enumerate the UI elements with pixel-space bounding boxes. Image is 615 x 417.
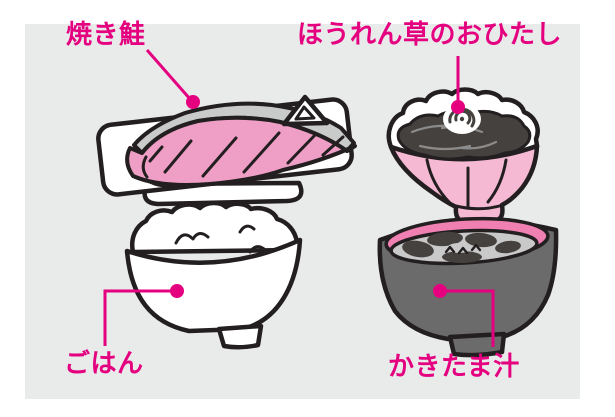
soup-egg-swirls bbox=[402, 231, 521, 263]
label-egg-drop-soup: かきたま汁 bbox=[388, 351, 520, 381]
egg-drop-soup-illustration bbox=[377, 216, 559, 358]
spinach-bowl-petal-lines bbox=[425, 158, 508, 211]
rice-mound bbox=[130, 200, 301, 255]
salmon-fillet bbox=[125, 115, 357, 187]
soup-bowl-foot bbox=[447, 331, 507, 358]
grilled-salmon-illustration bbox=[96, 94, 357, 207]
rice-callout-line bbox=[103, 289, 173, 346]
salmon-stripes bbox=[148, 131, 345, 178]
callout-lines bbox=[103, 49, 495, 347]
rice-callout-dot bbox=[170, 284, 184, 298]
spinach-ohitashi-illustration bbox=[386, 87, 540, 224]
salmon-callout-dot bbox=[186, 95, 200, 109]
rice-illustration bbox=[124, 200, 303, 350]
label-grilled-salmon: 焼き鮭 bbox=[66, 19, 146, 49]
bonito-flakes-swirl-center bbox=[459, 116, 465, 122]
label-rice: ごはん bbox=[64, 348, 144, 378]
rice-texture-marks bbox=[174, 224, 266, 254]
spinach-callout-dot bbox=[451, 100, 465, 114]
rice-bowl-body bbox=[124, 237, 303, 334]
rice-bowl-foot bbox=[216, 323, 264, 350]
salmon-cut-face-lines bbox=[141, 155, 175, 188]
soup-callout-line bbox=[444, 289, 495, 347]
soup-callout-dot bbox=[433, 284, 447, 298]
spinach-streaks bbox=[410, 124, 498, 151]
salmon-callout-line bbox=[145, 49, 192, 100]
label-spinach-ohitashi: ほうれん草のおひたし bbox=[297, 19, 563, 49]
garnish-inner-line bbox=[294, 105, 316, 121]
soup-egg-marks bbox=[444, 243, 482, 255]
